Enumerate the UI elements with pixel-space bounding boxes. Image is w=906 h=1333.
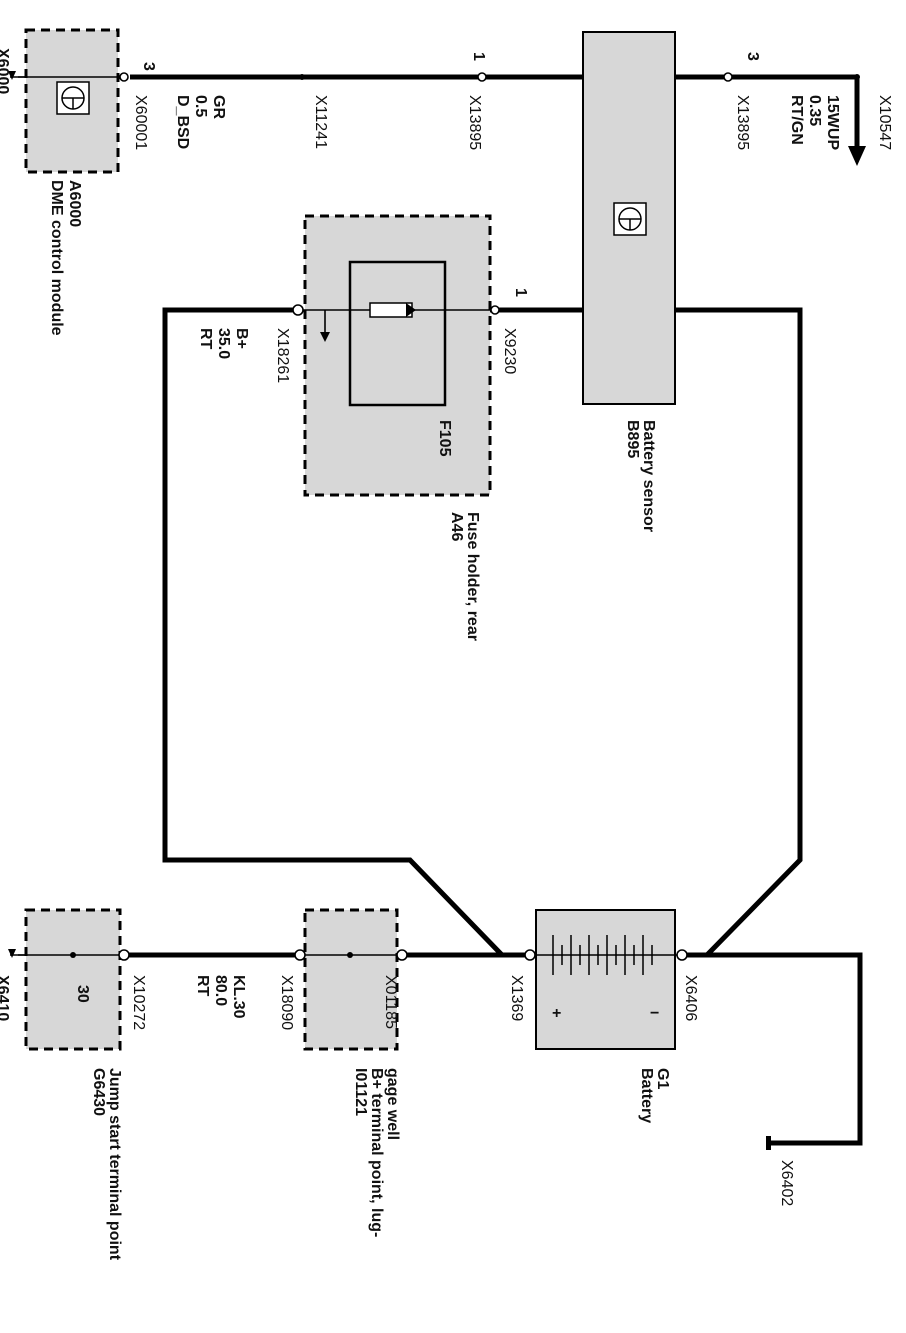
b895-id: B895 (624, 420, 641, 458)
splice-x11241 (299, 74, 305, 80)
x60001-label: X60001 (132, 95, 149, 150)
pin-x10272 (118, 949, 130, 961)
pin-x13895-right (723, 72, 733, 82)
pin-x18090 (294, 949, 306, 961)
pin-x01185 (396, 949, 408, 961)
g6430-id: G6430 (90, 1068, 107, 1116)
wire-ground-x6402 (682, 952, 863, 1146)
g1-name: Battery (638, 1068, 655, 1123)
g6430-name: Jump start terminal point (106, 1068, 123, 1261)
a6000-name: DME control module (48, 180, 65, 336)
x1369-label: X1369 (508, 975, 525, 1021)
battery-cells-icon (552, 935, 653, 975)
fuse-f105 (348, 260, 447, 407)
x6000-cut-label: X6000 (0, 48, 11, 94)
x10272-label: X10272 (130, 975, 147, 1030)
x01185-label: X01185 (382, 975, 399, 1029)
x6406-label: X6406 (682, 975, 699, 1021)
pin-x1369 (524, 949, 536, 961)
x6410-cut-label: X6410 (0, 975, 11, 1021)
a46-id: A46 (448, 512, 465, 541)
battery-plus-label: + (552, 1005, 561, 1022)
pin-x18261 (292, 304, 304, 316)
d-bsd-name: D_BSD (174, 95, 191, 149)
x10547-label: X10547 (876, 95, 893, 150)
i01121-name-line2: gage well (384, 1068, 401, 1140)
i01121-name-line1: B+ terminal point, lug- (368, 1068, 385, 1237)
pin-x13895-left (477, 72, 487, 82)
ground-arrow-icon (320, 332, 330, 342)
kl30-color: RT (194, 975, 211, 997)
x18090-label: X18090 (278, 975, 295, 1030)
x13895-left-label: X13895 (466, 95, 483, 150)
g6430-terminal: 30 (74, 985, 91, 1003)
15wup-size: 0.35 (806, 95, 823, 126)
15wup-name: 15WUP (824, 95, 841, 150)
x6402-label: X6402 (778, 1160, 795, 1206)
battery-sensor[interactable] (582, 31, 676, 405)
pin-x13895-right-label: 3 (744, 52, 761, 61)
fuse-holder-rear[interactable] (300, 214, 492, 497)
fuse-icon (369, 302, 413, 318)
pin-x9230 (490, 305, 500, 315)
ground-icon (766, 1136, 771, 1150)
f105-id: F105 (436, 420, 453, 457)
pin-a6000-label: 3 (140, 62, 157, 71)
pin-x9230-label: 1 (512, 288, 529, 297)
a46-name: Fuse holder, rear (464, 512, 481, 641)
splice-x10547 (854, 74, 860, 80)
pin-x60001 (119, 72, 129, 82)
battery-minus-label: − (650, 1005, 659, 1022)
connector-icon (8, 71, 16, 80)
dme-control-module[interactable] (8, 28, 120, 174)
jump-start-terminal-point[interactable] (8, 908, 122, 1051)
pin-x13895-left-label: 1 (470, 52, 487, 61)
b-plus-color: RT (197, 328, 214, 350)
b895-name: Battery sensor (640, 420, 657, 532)
pin-x6406 (676, 949, 688, 961)
i01121-id: I01121 (352, 1068, 369, 1116)
kl30-name: KL.30 (230, 975, 247, 1019)
b-plus-size: 35.0 (215, 328, 232, 359)
b-plus-name: B+ (233, 328, 250, 349)
x9230-label: X9230 (501, 328, 518, 374)
d-bsd-size: 0.5 (192, 95, 209, 117)
g1-id: G1 (654, 1068, 671, 1089)
15wup-color: RT/GN (788, 95, 805, 145)
x13895-right-label: X13895 (734, 95, 751, 150)
b-plus-terminal-point[interactable] (300, 908, 402, 1051)
connector-icon (8, 949, 16, 958)
a6000-id: A6000 (66, 180, 83, 227)
arrow-down-icon (848, 146, 866, 166)
d-bsd-color: GR (210, 95, 227, 119)
wire-sensor-to-battery-minus (675, 307, 803, 957)
battery[interactable]: − + (530, 909, 682, 1050)
x18261-label: X18261 (274, 328, 291, 383)
wire-b-plus (162, 307, 504, 957)
kl30-size: 80.0 (212, 975, 229, 1006)
x11241-label: X11241 (312, 95, 329, 149)
